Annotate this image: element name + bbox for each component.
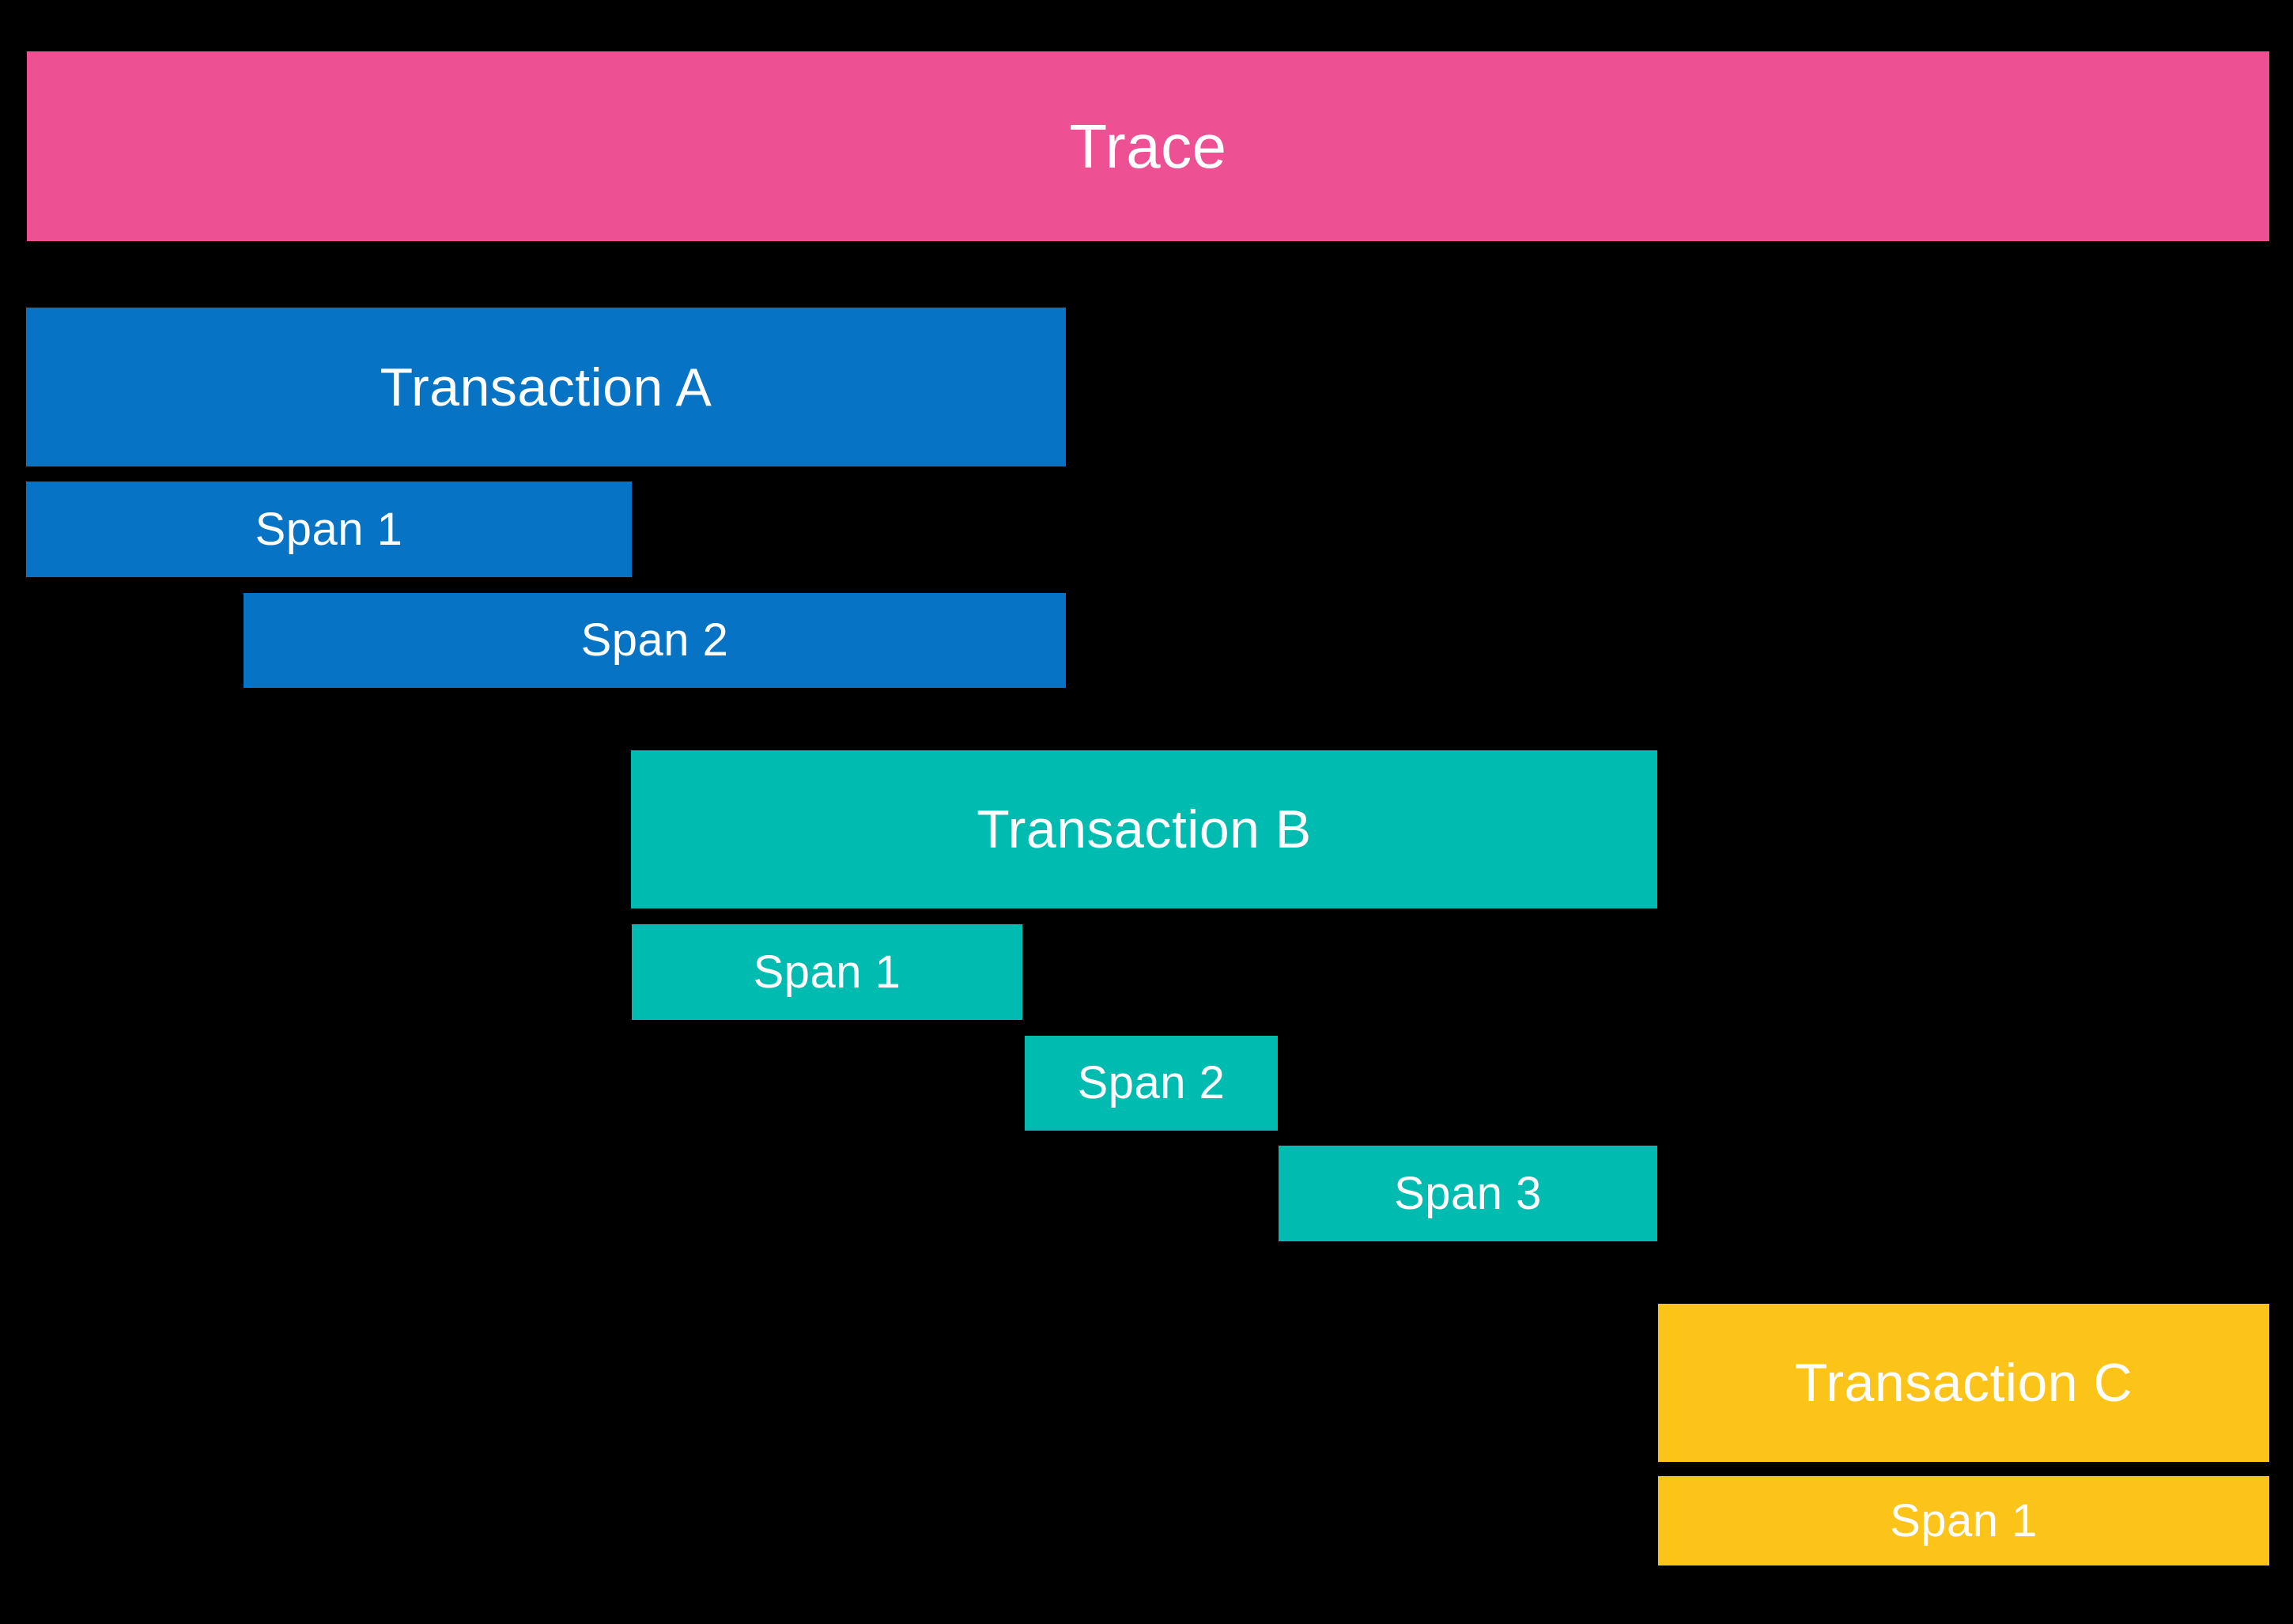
transaction-a-label: Transaction A bbox=[380, 357, 712, 417]
trace-label: Trace bbox=[1069, 111, 1227, 181]
transaction-b-span-1-bar[interactable]: Span 1 bbox=[632, 924, 1022, 1020]
transaction-c-span-1-label: Span 1 bbox=[1890, 1494, 2038, 1547]
transaction-b-span-2-bar[interactable]: Span 2 bbox=[1025, 1036, 1278, 1131]
transaction-b-span-1-label: Span 1 bbox=[753, 946, 901, 998]
transaction-c-bar[interactable]: Transaction C bbox=[1658, 1304, 2269, 1462]
transaction-a-span-2-bar[interactable]: Span 2 bbox=[244, 593, 1066, 688]
transaction-a-span-2-label: Span 2 bbox=[580, 614, 729, 666]
transaction-c-label: Transaction C bbox=[1794, 1353, 2133, 1413]
trace-bar[interactable]: Trace bbox=[27, 51, 2269, 241]
transaction-b-label: Transaction B bbox=[977, 799, 1312, 859]
transaction-b-span-3-bar[interactable]: Span 3 bbox=[1279, 1146, 1657, 1241]
transaction-b-bar[interactable]: Transaction B bbox=[631, 750, 1657, 908]
transaction-a-span-1-bar[interactable]: Span 1 bbox=[26, 482, 632, 577]
transaction-b-span-3-label: Span 3 bbox=[1394, 1167, 1542, 1219]
transaction-a-span-1-label: Span 1 bbox=[255, 503, 403, 555]
transaction-c-span-1-bar[interactable]: Span 1 bbox=[1658, 1476, 2269, 1565]
transaction-b-span-2-label: Span 2 bbox=[1077, 1057, 1226, 1108]
transaction-a-bar[interactable]: Transaction A bbox=[26, 308, 1066, 466]
